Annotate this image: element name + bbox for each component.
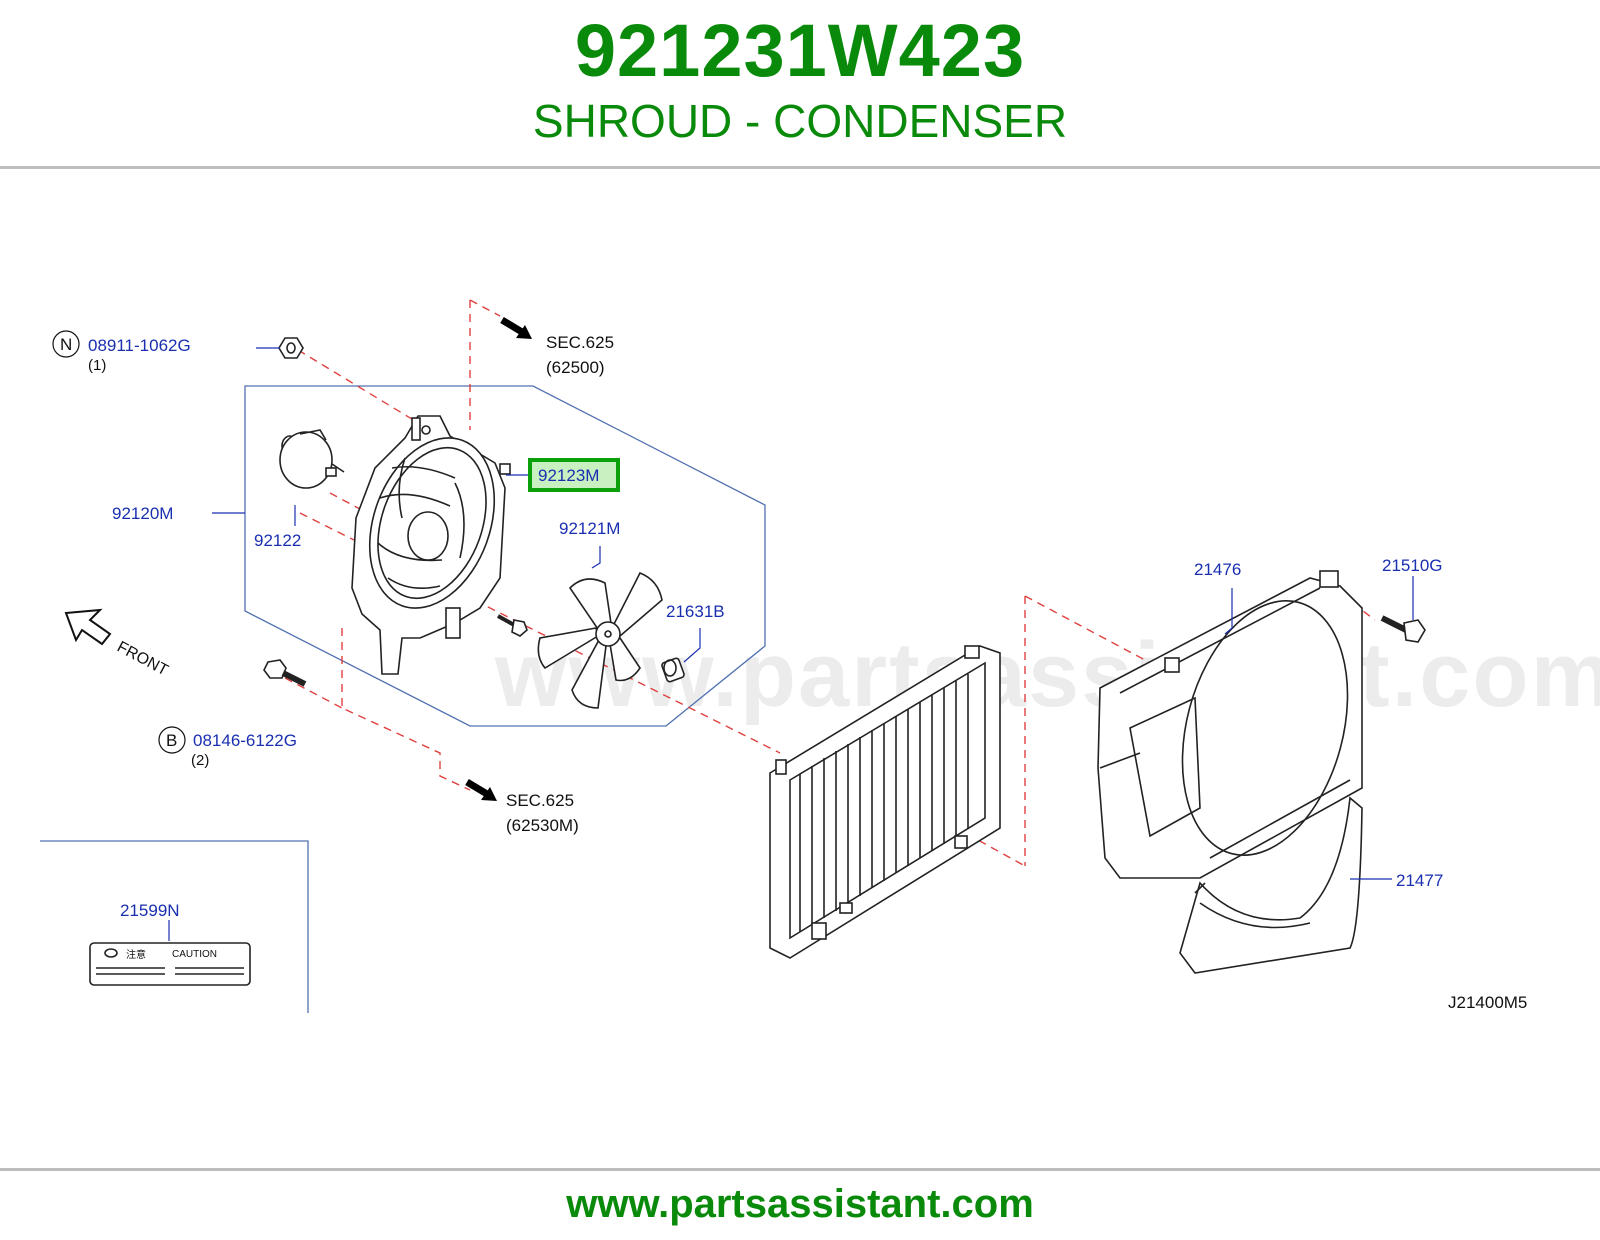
parts-diagram: www.partsassistant.com bbox=[40, 299, 1600, 1013]
sec-bottom-sub: (62530M) bbox=[506, 816, 579, 835]
sec-top-sub: (62500) bbox=[546, 358, 605, 377]
callout-08911-1062g[interactable]: 08911-1062G bbox=[88, 336, 191, 355]
sec-arrow-bottom-icon bbox=[465, 778, 497, 801]
fan-blade-icon bbox=[537, 571, 663, 709]
small-bolt-icon bbox=[497, 614, 528, 637]
page-header: 921231W423 SHROUD - CONDENSER bbox=[0, 0, 1600, 168]
caution-inset-frame bbox=[40, 840, 309, 1013]
callout-92121m[interactable]: 92121M bbox=[559, 519, 620, 538]
bushing-icon bbox=[661, 657, 685, 683]
nut-icon bbox=[278, 337, 304, 359]
callout-21599n[interactable]: 21599N bbox=[120, 901, 180, 920]
footer-website-url[interactable]: www.partsassistant.com bbox=[566, 1182, 1034, 1226]
watermark-text: www.partsassistant.com bbox=[494, 624, 1600, 726]
callout-circle-b bbox=[158, 726, 186, 754]
condenser-shroud-icon bbox=[351, 415, 511, 675]
footer-divider bbox=[0, 1168, 1600, 1171]
callout-circle-b-letter: B bbox=[166, 731, 177, 750]
callout-08911-qty: (1) bbox=[88, 357, 106, 374]
diagram-code: J21400M5 bbox=[1448, 993, 1527, 1012]
lower-shroud-icon bbox=[1179, 796, 1363, 974]
front-label: FRONT bbox=[114, 639, 171, 680]
fan-assembly-outline bbox=[244, 385, 766, 727]
part-number-title: 921231W423 bbox=[574, 9, 1026, 92]
highlight-92123m bbox=[528, 458, 620, 492]
callout-21631b[interactable]: 21631B bbox=[666, 602, 725, 621]
callout-92122[interactable]: 92122 bbox=[254, 531, 301, 550]
front-direction-icon: FRONT bbox=[64, 608, 171, 680]
fan-motor-icon bbox=[279, 429, 345, 489]
callout-circle-n bbox=[52, 330, 80, 358]
callout-21476[interactable]: 21476 bbox=[1194, 560, 1241, 579]
radiator-icon bbox=[769, 645, 1001, 959]
callout-circle-n-letter: N bbox=[60, 335, 72, 354]
caution-label-en: CAUTION bbox=[172, 949, 217, 960]
radiator-fan-shroud-icon bbox=[1097, 570, 1363, 879]
callout-08146-qty: (2) bbox=[191, 752, 209, 769]
callout-21510g[interactable]: 21510G bbox=[1382, 556, 1443, 575]
callout-92123m[interactable]: 92123M bbox=[538, 466, 599, 485]
part-name-subtitle: SHROUD - CONDENSER bbox=[532, 95, 1068, 147]
sec-bottom-ref[interactable]: SEC.625 bbox=[506, 791, 574, 810]
mounting-bolt-icon bbox=[263, 659, 307, 687]
callout-leader-lines bbox=[168, 347, 1414, 941]
callout-92120m[interactable]: 92120M bbox=[112, 504, 173, 523]
callout-08146-6122g[interactable]: 08146-6122G bbox=[193, 731, 297, 750]
header-divider bbox=[0, 166, 1600, 169]
callout-21477[interactable]: 21477 bbox=[1396, 871, 1443, 890]
shroud-bolt-icon bbox=[1380, 615, 1426, 643]
caution-label-icon: 注意 CAUTION bbox=[89, 942, 251, 986]
sec-top-ref[interactable]: SEC.625 bbox=[546, 333, 614, 352]
sec-arrow-top-icon bbox=[500, 316, 532, 339]
caution-label-jp: 注意 bbox=[126, 948, 146, 961]
